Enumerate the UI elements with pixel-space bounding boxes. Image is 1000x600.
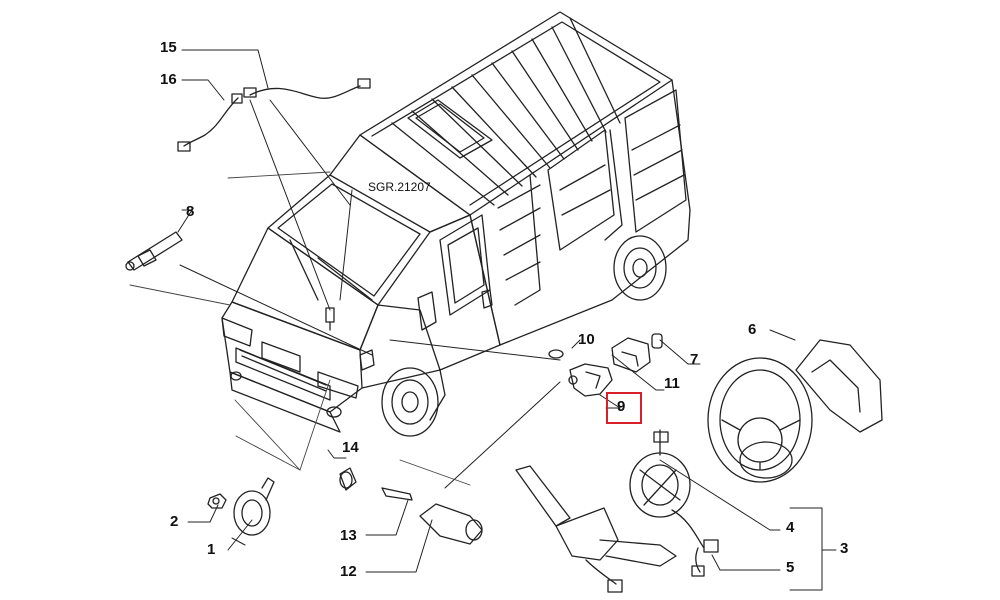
airbag-6 [795,339,883,433]
callout-1[interactable]: 1 [207,541,216,558]
callout-3[interactable]: 3 [840,540,849,557]
wiring-harness-15-16 [177,78,371,152]
callout-14[interactable]: 14 [342,439,359,456]
stalk-switches-3 [515,465,677,593]
callout-12[interactable]: 12 [340,563,357,580]
callout-7[interactable]: 7 [690,351,699,368]
leader-lines [177,49,837,591]
bulb-7 [651,333,663,349]
callout-9[interactable]: 9 [617,398,626,415]
callout-4[interactable]: 4 [786,519,795,536]
cover-11 [611,337,651,373]
callout-16[interactable]: 16 [160,71,177,88]
sensor-sgr [325,307,335,331]
steering-wheel [707,357,813,483]
clip-13 [381,487,413,501]
callout-15[interactable]: 15 [160,39,177,56]
callout-13[interactable]: 13 [340,527,357,544]
switch-9-10 [548,349,613,397]
horn-1 [233,477,275,536]
connector-5 [691,547,705,577]
callout-5[interactable]: 5 [786,559,795,576]
clock-spring-4 [629,429,719,553]
guide-lines [129,171,471,486]
sensor-8 [125,231,183,271]
van-illustration [221,11,691,437]
callout-2[interactable]: 2 [170,513,179,530]
reference-code: SGR.21207 [368,180,431,194]
nut-2 [207,493,227,509]
callout-11[interactable]: 11 [664,375,680,392]
callout-8[interactable]: 8 [186,203,195,220]
switch-12 [419,503,483,545]
highlight-box [606,392,642,424]
switch-14 [339,467,357,491]
callout-10[interactable]: 10 [578,331,595,348]
callout-6[interactable]: 6 [748,321,757,338]
